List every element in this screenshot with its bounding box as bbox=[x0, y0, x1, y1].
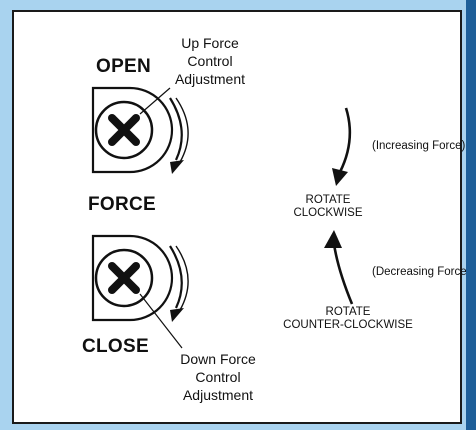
phillips-screw-icon bbox=[108, 114, 140, 146]
rotate-counter-clockwise-label: ROTATE COUNTER-CLOCKWISE bbox=[283, 306, 413, 331]
open-rotate-arrow-icon bbox=[170, 160, 184, 174]
decreasing-force-clip: (Decreasing Force) bbox=[372, 266, 466, 279]
diagram-panel bbox=[12, 10, 462, 424]
increasing-force-label: (Increasing Force) bbox=[372, 140, 466, 152]
decreasing-force-label: (Decreasing Force) bbox=[372, 266, 466, 278]
down-force-control-label: Down Force Control Adjustment bbox=[180, 351, 256, 403]
clockwise-arrow-icon bbox=[332, 107, 352, 186]
open-label: OPEN bbox=[96, 56, 152, 77]
close-force-knob bbox=[91, 234, 183, 349]
close-label: CLOSE bbox=[82, 336, 149, 357]
increasing-force-clip: (Increasing Force) bbox=[372, 140, 466, 153]
open-force-knob bbox=[91, 86, 174, 174]
close-rotate-arrow-icon bbox=[170, 308, 184, 322]
counter-clockwise-arrow-icon bbox=[324, 230, 354, 305]
edge-strip bbox=[466, 0, 476, 430]
up-force-control-label: Up Force Control Adjustment bbox=[174, 35, 246, 87]
phillips-screw-icon bbox=[108, 262, 140, 294]
force-label: FORCE bbox=[88, 194, 156, 215]
up-force-leader bbox=[139, 87, 171, 115]
rotate-clockwise-label: ROTATE CLOCKWISE bbox=[293, 194, 363, 219]
down-force-leader bbox=[139, 293, 183, 349]
